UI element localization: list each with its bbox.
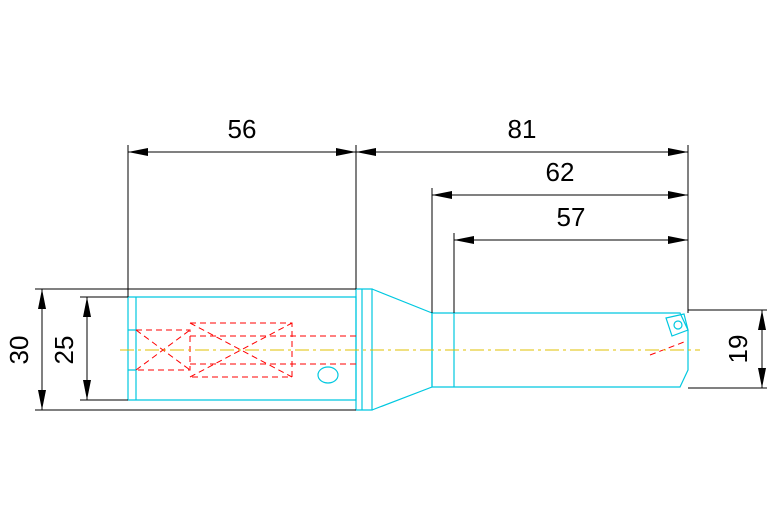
dimension-25: 25 — [49, 296, 128, 401]
dimension-19-label: 19 — [723, 335, 753, 364]
dimension-25-label: 25 — [49, 336, 79, 365]
dimension-81: 81 — [356, 114, 689, 313]
dimension-30: 30 — [4, 288, 356, 411]
dimension-56-label: 56 — [228, 114, 257, 144]
dimension-19: 19 — [688, 309, 767, 389]
tool-outline — [127, 288, 689, 411]
dimension-56: 56 — [127, 114, 357, 297]
dimension-81-label: 81 — [508, 114, 537, 144]
dimension-62-label: 62 — [546, 157, 575, 187]
dimension-62: 62 — [431, 157, 688, 313]
dimension-57: 57 — [453, 202, 688, 313]
dimension-30-label: 30 — [4, 336, 34, 365]
dimension-57-label: 57 — [557, 202, 586, 232]
